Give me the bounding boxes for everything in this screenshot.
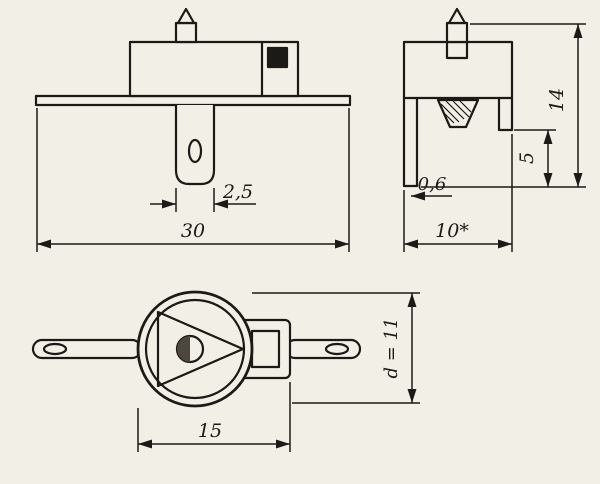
dim-label-height: 14 — [546, 88, 568, 112]
dim-label-width: 15 — [198, 420, 222, 442]
dim-label-diameter: d = 11 — [381, 318, 402, 379]
side-top-tab-tip — [447, 7, 467, 25]
dim-label-overall-width: 30 — [181, 220, 205, 242]
side-left-leg — [402, 96, 419, 188]
bottom-left-lead-hole — [42, 342, 68, 356]
front-indicator-dot — [266, 46, 289, 69]
side-body — [402, 40, 514, 100]
side-top-tab — [445, 21, 469, 44]
bottom-dim-width — [137, 382, 291, 452]
front-lead-wire — [34, 94, 352, 107]
side-dim-height — [421, 23, 586, 188]
side-dim-step — [514, 129, 556, 187]
front-dim-tab-width — [150, 188, 256, 212]
bottom-dim-diameter — [252, 292, 420, 404]
dim-label-tab-width: 2,5 — [222, 181, 253, 203]
bottom-right-lead-hole — [324, 342, 350, 356]
bottom-key-wedge — [156, 310, 245, 388]
side-body-tab-recess — [445, 40, 469, 60]
side-crimp-hatching — [440, 100, 472, 124]
front-center-tab-hole — [187, 138, 203, 164]
bottom-view — [31, 290, 362, 408]
bottom-tab-inner — [250, 329, 281, 369]
front-top-tab-tip — [176, 7, 196, 25]
front-view — [34, 7, 352, 186]
side-right-leg — [497, 96, 514, 132]
front-top-tab — [174, 21, 198, 44]
dim-label-step: 5 — [516, 152, 538, 164]
dim-label-thickness: 0,6 — [418, 174, 447, 195]
side-dim-depth — [403, 134, 513, 252]
dim-label-depth: 10* — [435, 220, 469, 242]
bottom-center-pin-shade — [177, 336, 190, 362]
side-view — [402, 7, 514, 188]
front-dim-overall-width — [36, 108, 350, 252]
